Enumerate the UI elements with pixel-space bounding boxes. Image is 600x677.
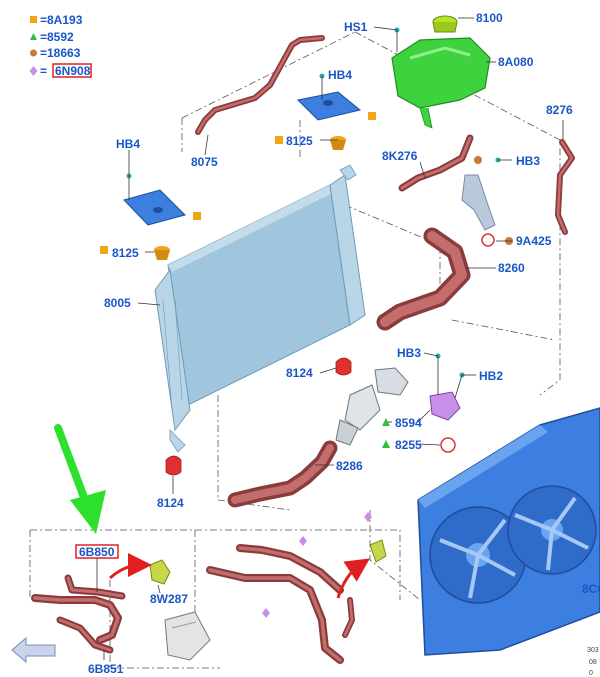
- label-8276: 8276: [546, 103, 573, 117]
- triangle-marker-icon: [30, 33, 37, 40]
- reservoir-bracket: [461, 174, 496, 231]
- label-8255: 8255: [395, 438, 422, 452]
- label-8w287: 8W287: [150, 592, 188, 606]
- legend-item-18663: =18663: [40, 46, 81, 60]
- isolator-8125-left: [154, 246, 170, 260]
- red-curved-arrow-left: [109, 553, 152, 580]
- electronic-module: [164, 611, 211, 661]
- hose-8k276: [398, 134, 474, 192]
- label-8125-top: 8125: [286, 134, 313, 148]
- label-8075: 8075: [191, 155, 218, 169]
- radiator-mount-top: [335, 357, 352, 376]
- triangle-marker-icon: [382, 440, 390, 448]
- diamond-marker-icon: [29, 66, 38, 76]
- callout-markers: [100, 27, 513, 618]
- thermostat-housing: [335, 367, 409, 446]
- fan-shroud: [417, 407, 600, 656]
- leader-lines: [96, 17, 564, 660]
- reservoir-cap: [432, 15, 458, 33]
- diamond-marker-icon: [262, 608, 270, 618]
- hose-6b851: [56, 616, 114, 654]
- square-marker-icon: [100, 246, 108, 254]
- red-curved-arrow-right: [336, 558, 370, 599]
- square-marker-icon: [193, 212, 201, 220]
- corner-text-2: 08: [589, 659, 597, 666]
- hose-8276: [555, 139, 575, 235]
- hose-8286: [227, 440, 338, 508]
- highlight-box: [75, 544, 119, 559]
- legend-item-8592: =8592: [40, 30, 74, 44]
- corner-reference: 303 08 0: [587, 647, 599, 677]
- hose-lower-assembly: [206, 544, 355, 664]
- label-hb2: HB2: [479, 369, 503, 383]
- square-marker-icon: [30, 16, 37, 23]
- bracket-hb4-left: [123, 189, 186, 226]
- label-8100: 8100: [476, 11, 503, 25]
- green-pointer-arrow: [54, 424, 106, 534]
- diamond-marker-icon: [364, 512, 372, 522]
- clip-8w287: [149, 559, 171, 585]
- circle-marker-icon: [474, 156, 482, 164]
- label-6b850: 6B850: [79, 545, 115, 559]
- label-8124-bottom: 8124: [157, 496, 184, 510]
- legend-item-8a193: =8A193: [40, 13, 83, 27]
- bracket-hb4-top: [296, 91, 362, 121]
- square-marker-icon: [368, 112, 376, 120]
- triangle-marker-icon: [382, 418, 390, 426]
- circle-marker-icon: [30, 49, 37, 57]
- clip-small: [369, 539, 387, 563]
- label-hb3-top: HB3: [516, 154, 540, 168]
- direction-arrow-icon: [11, 636, 56, 664]
- label-8k276: 8K276: [382, 149, 418, 163]
- label-8005: 8005: [104, 296, 131, 310]
- label-hs1: HS1: [344, 20, 368, 34]
- label-8125-left: 8125: [112, 246, 139, 260]
- temperature-sensor: [429, 391, 461, 421]
- legend-item-6n908: =: [40, 64, 47, 78]
- o-ring-9a425: [481, 233, 495, 247]
- highlight-box: [52, 63, 92, 78]
- isolator-8125-top: [330, 136, 346, 150]
- label-8594: 8594: [395, 416, 422, 430]
- hose-6b850: [31, 574, 126, 644]
- part-labels: HS1 8100 8A080 HB4 8125 8075 8276 8K276 …: [75, 11, 600, 676]
- square-marker-icon: [275, 136, 283, 144]
- label-hb3-mid: HB3: [397, 346, 421, 360]
- o-ring-8255: [440, 437, 456, 453]
- label-8260: 8260: [498, 261, 525, 275]
- label-6b851: 6B851: [88, 662, 124, 676]
- hose-8075: [195, 35, 325, 135]
- radiator-mount-bottom: [165, 455, 182, 476]
- label-8a080: 8A080: [498, 55, 534, 69]
- legend-badge-6n908: 6N908: [55, 64, 91, 78]
- label-hb4-left: HB4: [116, 137, 140, 151]
- diamond-marker-icon: [299, 536, 307, 546]
- coolant-reservoir: [391, 37, 491, 129]
- corner-text-1: 303: [587, 647, 599, 654]
- corner-text-3: 0: [589, 670, 593, 677]
- label-8124-mid: 8124: [286, 366, 313, 380]
- label-8286: 8286: [336, 459, 363, 473]
- label-9a425: 9A425: [516, 234, 552, 248]
- legend: =8A193 =8592 =18663 = 6N908: [29, 13, 92, 78]
- label-hb4-top: HB4: [328, 68, 352, 82]
- radiator: [154, 164, 366, 453]
- label-8c-fan: 8C0: [582, 582, 600, 596]
- hose-8260: [376, 227, 471, 331]
